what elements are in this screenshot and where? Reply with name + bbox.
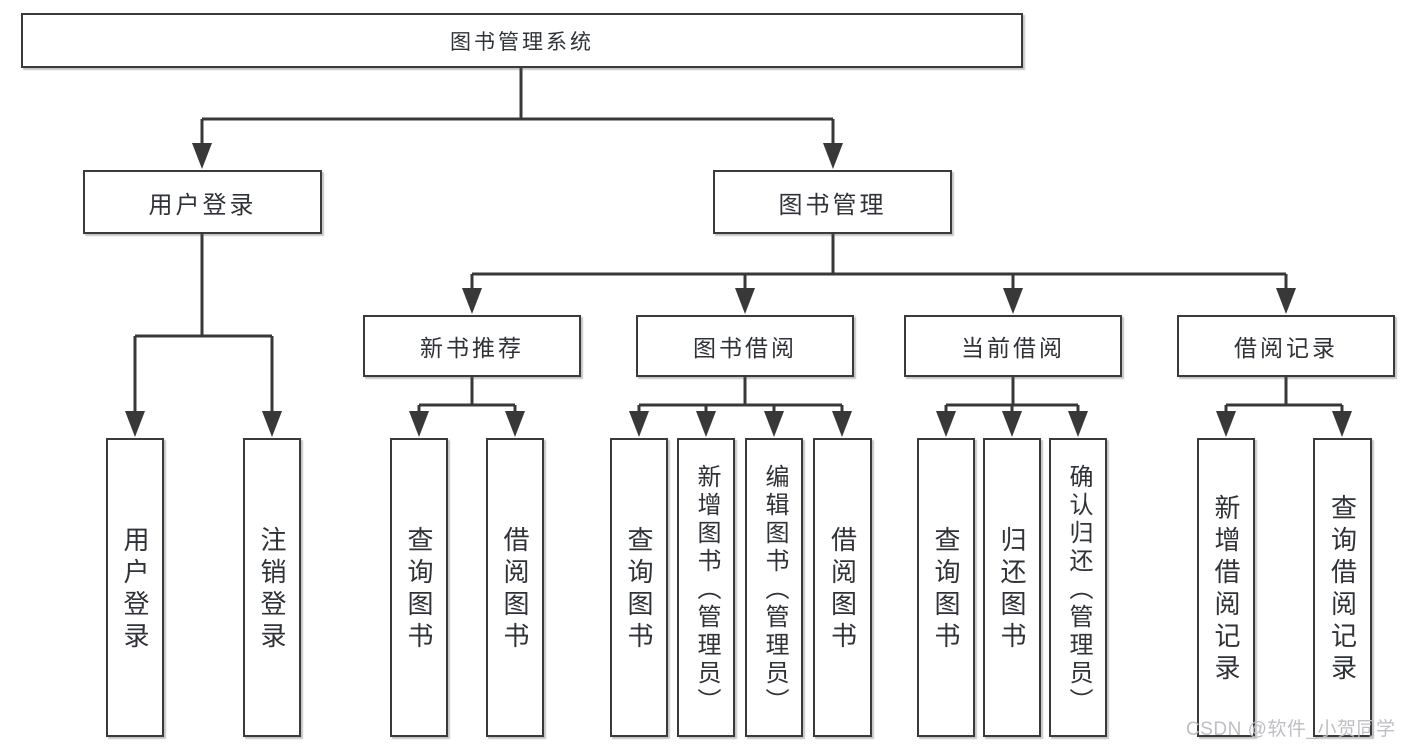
node-label: 查询图书	[404, 525, 434, 654]
node-new-book-recommend: 新书推荐	[363, 315, 581, 377]
node-leaf-borrow-book-1: 借阅图书	[486, 438, 544, 737]
node-leaf-user-login: 用户登录	[106, 438, 164, 737]
node-label: 查询借阅记录	[1327, 493, 1358, 686]
node-label: 图书借阅	[693, 335, 797, 361]
node-leaf-confirm-return-admin: 确认归还（管理员）	[1049, 438, 1107, 737]
node-leaf-add-book-admin: 新增图书（管理员）	[677, 438, 735, 737]
node-leaf-add-borrow-record: 新增借阅记录	[1197, 438, 1255, 737]
watermark: CSDN @软件_小贺同学	[1186, 719, 1396, 740]
node-borrowing-records: 借阅记录	[1177, 315, 1395, 377]
node-label: 借阅图书	[500, 525, 530, 654]
node-label: 用户登录	[148, 191, 257, 219]
node-label: 当前借阅	[961, 335, 1065, 361]
node-leaf-borrow-book-2: 借阅图书	[813, 438, 872, 737]
node-book-management: 图书管理	[713, 170, 952, 234]
node-label: 查询图书	[931, 525, 961, 654]
node-leaf-query-borrow-record: 查询借阅记录	[1313, 438, 1372, 737]
node-leaf-logout: 注销登录	[243, 438, 301, 737]
node-label: 新增图书（管理员）	[693, 463, 720, 716]
node-label: 图书管理	[778, 191, 887, 219]
connector-paths	[133, 68, 1344, 413]
node-label: 编辑图书（管理员）	[761, 463, 788, 716]
node-leaf-query-book-2: 查询图书	[610, 438, 668, 737]
node-library-management-system: 图书管理系统	[21, 13, 1023, 68]
node-user-login: 用户登录	[83, 170, 322, 234]
node-label: 借阅图书	[827, 525, 858, 654]
node-leaf-edit-book-admin: 编辑图书（管理员）	[745, 438, 803, 737]
node-label: 新书推荐	[420, 335, 524, 361]
node-label: 借阅记录	[1234, 335, 1338, 361]
node-current-borrowing: 当前借阅	[904, 315, 1122, 377]
node-book-borrowing: 图书借阅	[636, 315, 854, 377]
node-leaf-query-book-1: 查询图书	[390, 438, 448, 737]
node-label: 新增借阅记录	[1211, 493, 1241, 686]
node-label: 归还图书	[997, 525, 1027, 654]
node-label: 用户登录	[120, 525, 150, 654]
node-leaf-query-book-3: 查询图书	[917, 438, 975, 737]
node-label: 查询图书	[624, 525, 654, 654]
node-leaf-return-book: 归还图书	[983, 438, 1041, 737]
arrowhead-icon	[125, 143, 1352, 437]
node-label: 图书管理系统	[450, 30, 594, 54]
node-label: 注销登录	[257, 525, 287, 654]
node-label: 确认归还（管理员）	[1065, 463, 1092, 716]
